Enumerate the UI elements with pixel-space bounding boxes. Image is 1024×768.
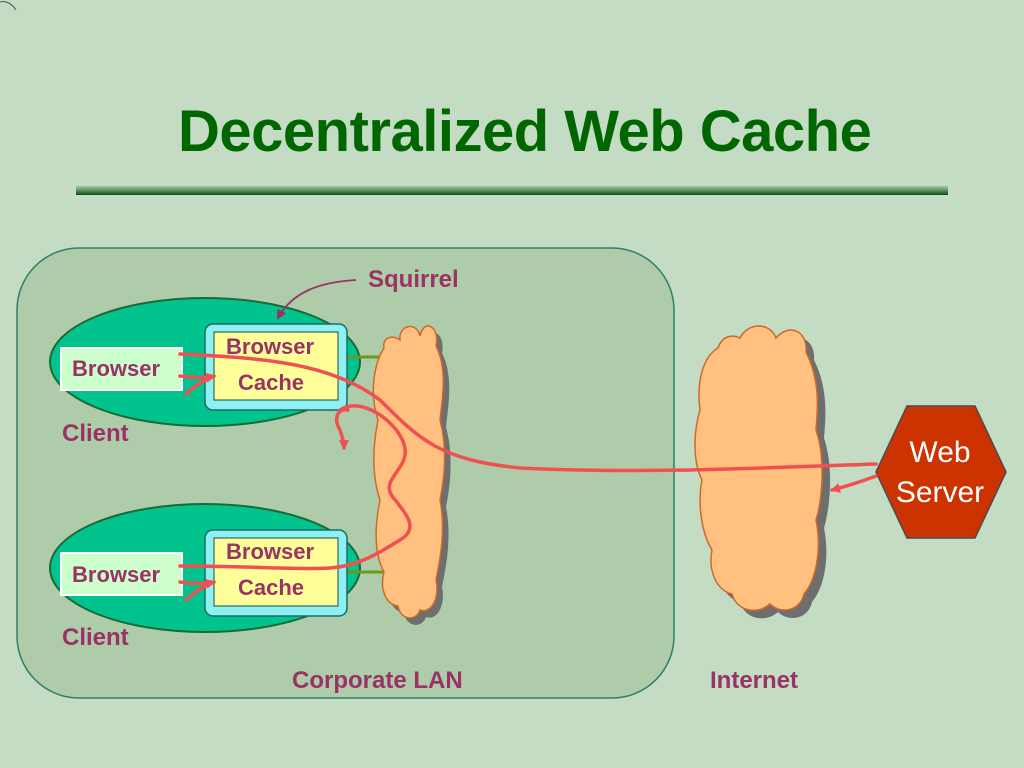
browser-box-top [60,347,183,391]
browser-cache-label-bottom-2: Cache [238,575,305,600]
flow-cache-to-peer [178,404,412,571]
squirrel-label: Squirrel [368,266,459,293]
request-flow-lines [178,352,878,602]
corner-mark [0,1,17,11]
browser-cache-label-bottom-1: Browser [226,539,315,564]
lan-cloud [372,325,451,625]
flow-to-cache-top-tail [184,374,216,396]
title-underline [76,186,948,195]
squirrel-pointer-arrow [277,279,357,320]
flow-browser-to-server [178,352,878,473]
flow-server-to-lan [830,474,878,493]
browser-cache-inner-top [213,331,339,401]
browser-label-bottom: Browser [72,562,161,587]
browser-cache-label-top-2: Cache [238,370,305,395]
client-label-top: Client [62,420,129,447]
corporate-lan-label: Corporate LAN [292,667,463,694]
browser-label-top: Browser [72,356,161,381]
client-label-bottom: Client [62,624,129,651]
web-server-label-2: Server [895,476,985,509]
internet-cloud [694,325,831,619]
web-server-label-1: Web [909,436,971,469]
internet-label: Internet [710,667,799,694]
browser-box-bottom [60,552,183,596]
browser-cache-label-top-1: Browser [226,334,315,359]
flow-to-cache-bottom-tail [184,580,216,602]
web-server-hexagon [875,405,1007,539]
browser-cache-inner-bottom [213,537,339,607]
slide-title: Decentralized Web Cache [178,99,872,164]
